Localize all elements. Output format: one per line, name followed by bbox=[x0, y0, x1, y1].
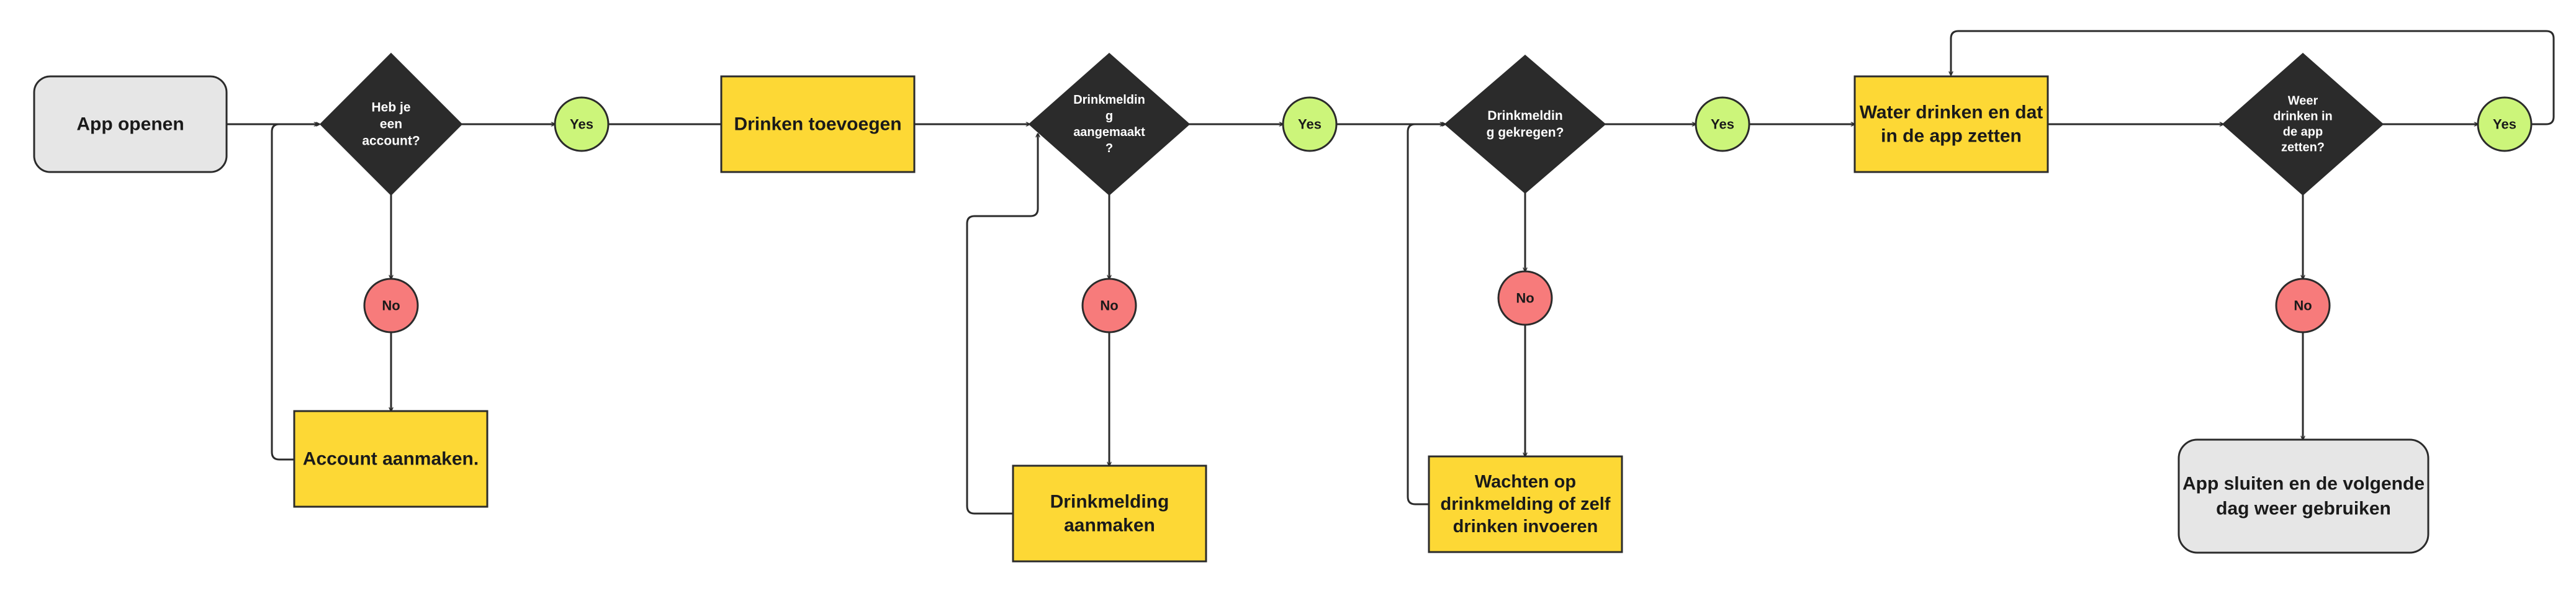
decision-account-label-line: Heb je bbox=[371, 101, 410, 115]
create-account-label-line: Account aanmaken. bbox=[303, 449, 479, 469]
end-label-line: App sluiten en de volgende bbox=[2182, 474, 2425, 494]
decision-reminder-received-label-line: Drinkmeldin bbox=[1487, 109, 1562, 123]
node-drink-water: Water drinken en dat in de app zetten bbox=[1853, 75, 2049, 173]
edge-wait-reminder-loop bbox=[1407, 124, 1444, 505]
node-yes-2: Yes bbox=[1282, 96, 1338, 152]
decision-drink-again-label-line: drinken in bbox=[2273, 110, 2333, 124]
wait-reminder-label-line: Wachten op bbox=[1475, 472, 1576, 492]
yes-1-label-line: Yes bbox=[570, 117, 593, 132]
node-start: App openen bbox=[33, 75, 228, 173]
node-decision-account: Heb je een account? bbox=[319, 52, 463, 196]
decision-account-label-line: account? bbox=[362, 134, 420, 148]
node-decision-reminder-received: Drinkmeldin g gekregen? bbox=[1444, 55, 1606, 194]
decision-reminder-received-label-line: g gekregen? bbox=[1487, 125, 1564, 140]
decision-drink-again-label-line: Weer bbox=[2288, 94, 2318, 108]
edge-yes-loop-to-drink-water bbox=[1951, 30, 2555, 125]
node-no-4: No bbox=[2275, 278, 2331, 333]
node-no-1: No bbox=[363, 278, 419, 333]
decision-reminder-created-label-line: Drinkmeldin bbox=[1073, 93, 1145, 107]
decision-drink-again-label-line: de app bbox=[2283, 125, 2323, 139]
edge-create-account-loop bbox=[271, 124, 318, 461]
end-label-line: dag weer gebruiken bbox=[2216, 499, 2391, 519]
decision-reminder-created-label-line: aangemaakt bbox=[1073, 125, 1145, 139]
add-drinks-label-line: Drinken toevoegen bbox=[734, 114, 901, 135]
decision-account-label-line: een bbox=[380, 117, 402, 132]
node-end: App sluiten en de volgende dag weer gebru… bbox=[2177, 438, 2430, 554]
drink-water-label-line: in de app zetten bbox=[1881, 126, 2022, 147]
wait-reminder-label-line: drinken invoeren bbox=[1453, 517, 1598, 537]
node-yes-4: Yes bbox=[2477, 96, 2533, 152]
edge-create-reminder-loop bbox=[966, 134, 1038, 515]
start-label-line: App openen bbox=[76, 114, 184, 135]
no-4-label-line: No bbox=[2294, 298, 2312, 314]
node-create-account: Account aanmaken. bbox=[293, 410, 489, 508]
node-no-3: No bbox=[1497, 270, 1553, 326]
decision-reminder-created-label-line: ? bbox=[1106, 142, 1113, 155]
node-yes-3: Yes bbox=[1695, 96, 1750, 152]
no-3-label-line: No bbox=[1516, 291, 1534, 306]
yes-3-label-line: Yes bbox=[1711, 117, 1734, 132]
decision-reminder-created-label-line: g bbox=[1106, 109, 1113, 123]
node-add-drinks: Drinken toevoegen bbox=[720, 75, 916, 173]
yes-4-label-line: Yes bbox=[2493, 117, 2516, 132]
node-yes-1: Yes bbox=[554, 96, 610, 152]
no-2-label-line: No bbox=[1100, 298, 1118, 314]
node-decision-reminder-created: Drinkmeldin g aangemaakt? bbox=[1028, 52, 1191, 196]
decision-drink-again-label-line: zetten? bbox=[2281, 141, 2325, 155]
no-1-label-line: No bbox=[382, 298, 400, 314]
drink-water-label-line: Water drinken en dat bbox=[1860, 102, 2043, 123]
node-no-2: No bbox=[1081, 278, 1137, 333]
create-reminder-label-line: aanmaken bbox=[1064, 515, 1155, 536]
node-create-reminder: Drinkmelding aanmaken bbox=[1012, 464, 1207, 563]
connectors bbox=[227, 30, 2555, 515]
yes-2-label-line: Yes bbox=[1298, 117, 1322, 132]
nodes: App openen Heb je een account? YesNoAccount … bbox=[33, 52, 2533, 563]
create-reminder-label-line: Drinkmelding bbox=[1050, 492, 1169, 512]
wait-reminder-label-line: drinkmelding of zelf bbox=[1441, 494, 1611, 514]
